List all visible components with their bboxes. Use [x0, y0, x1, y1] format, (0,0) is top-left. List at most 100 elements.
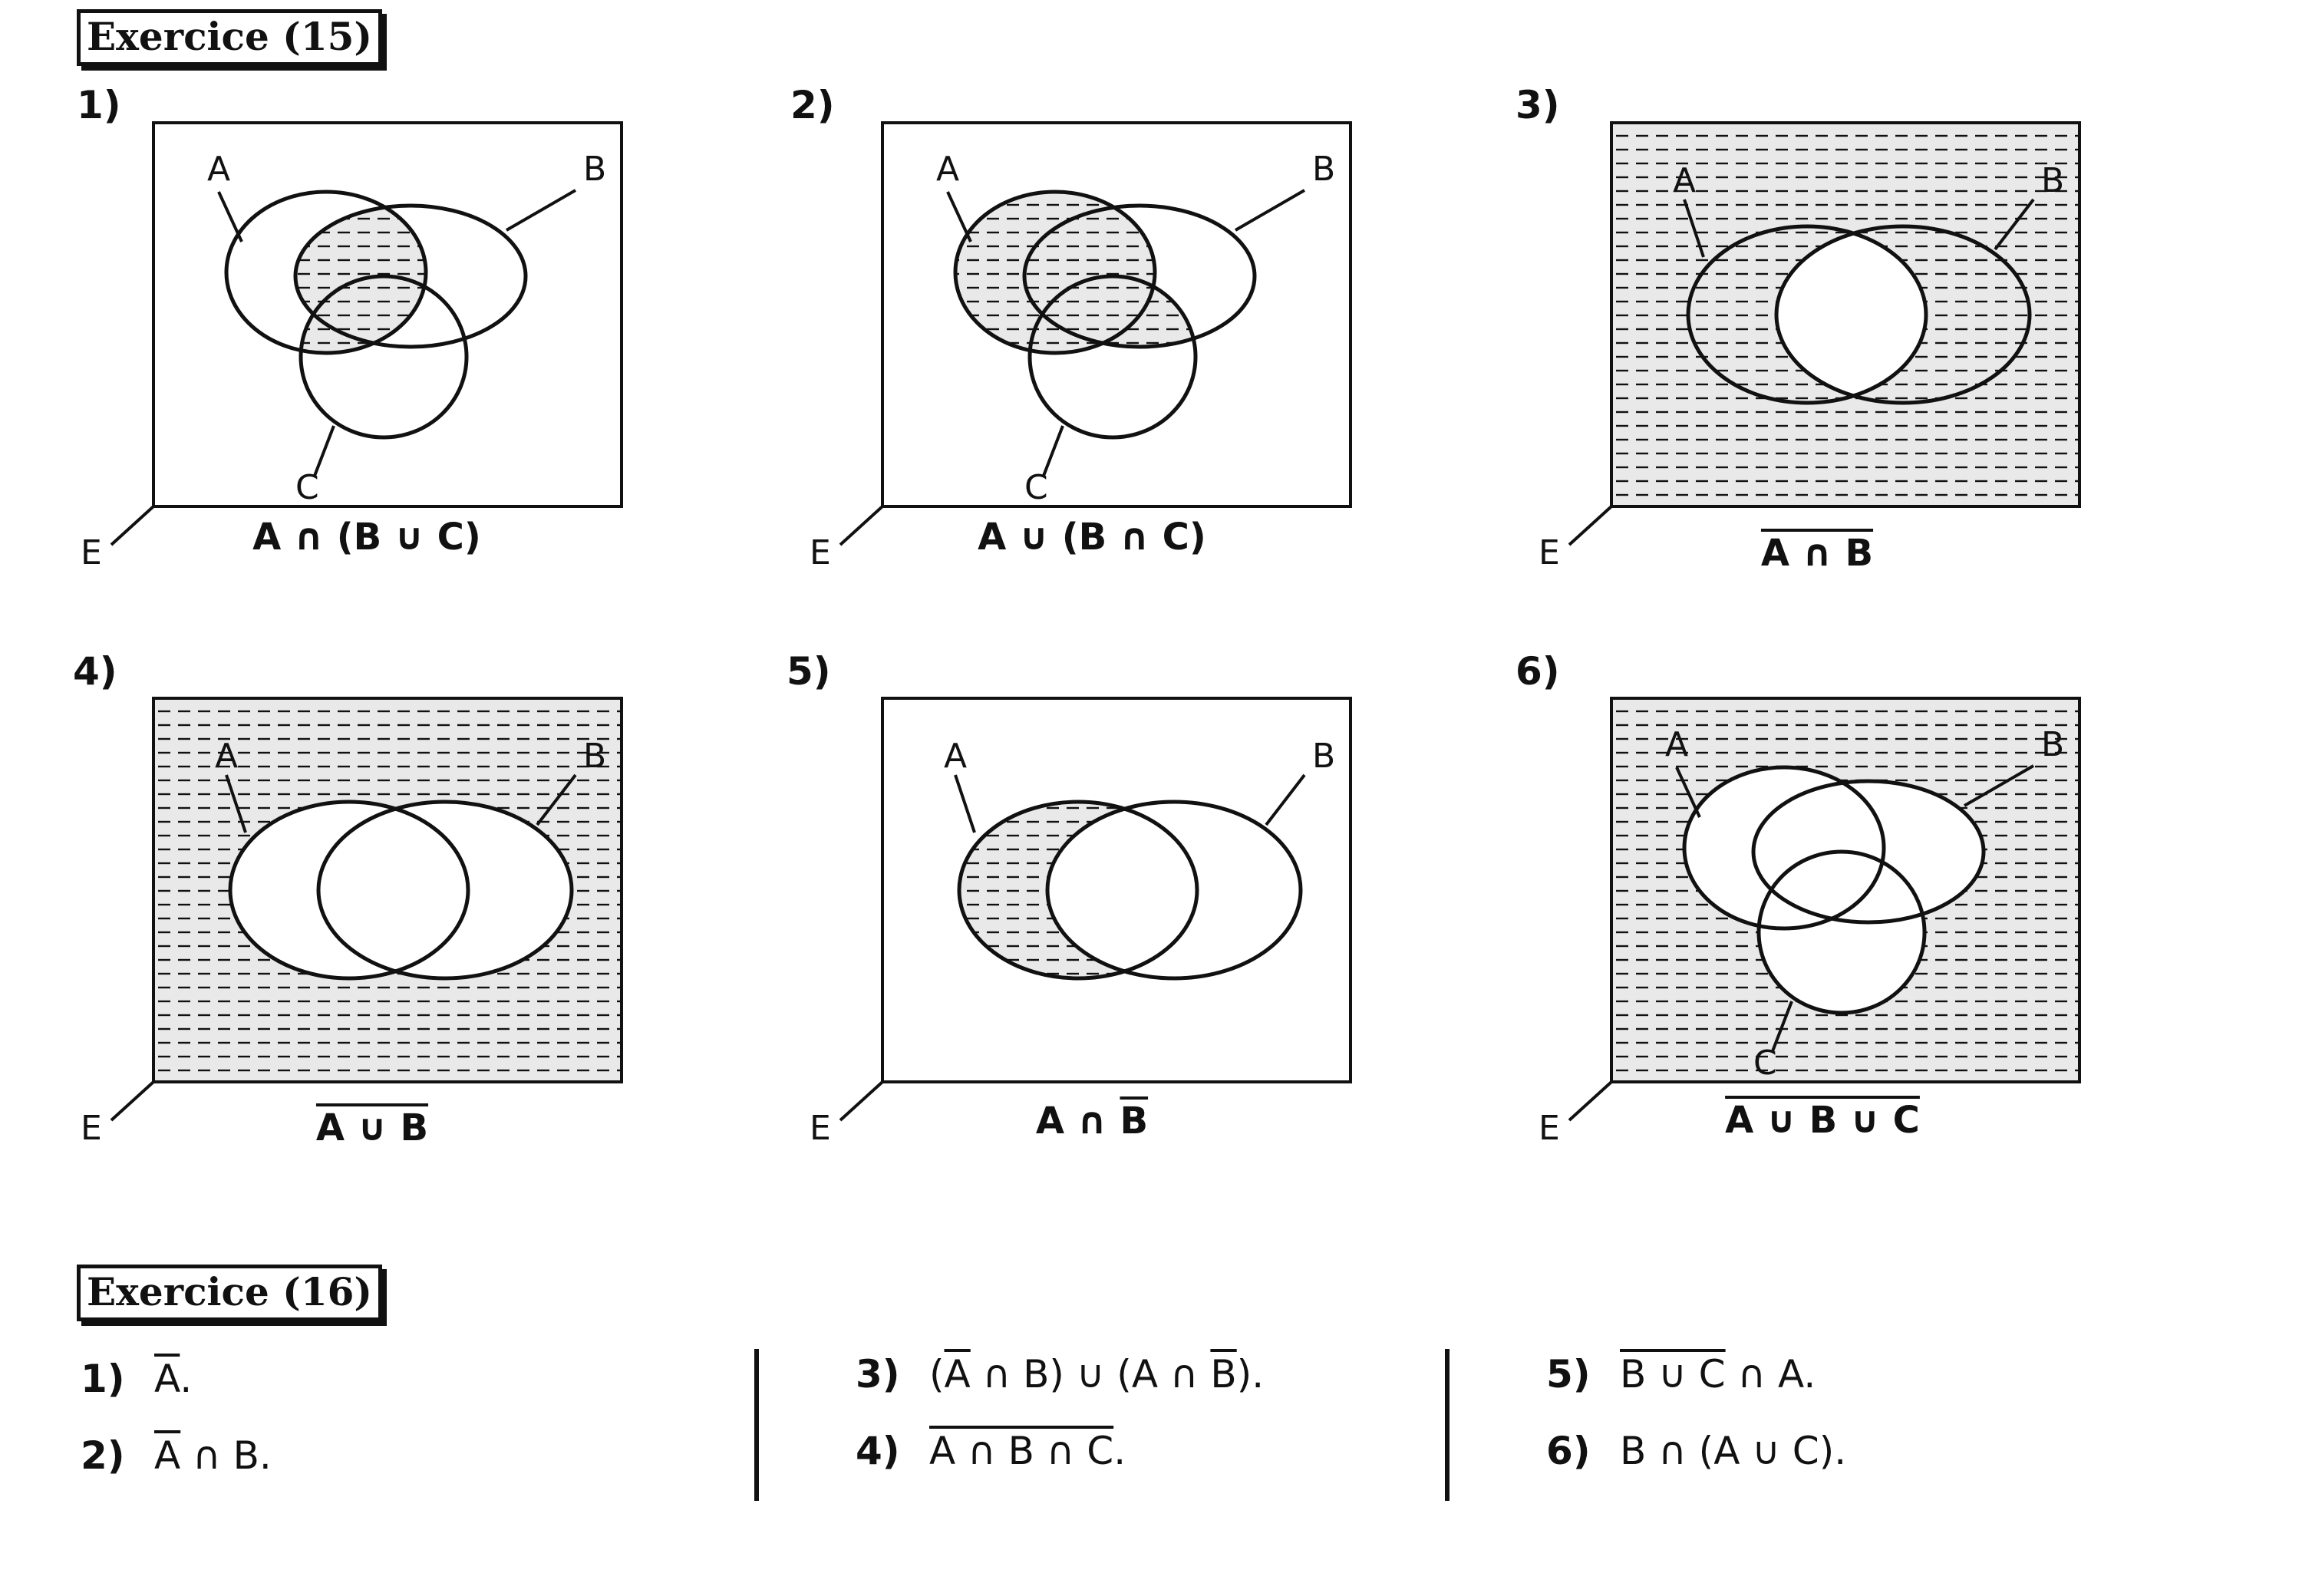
set-b-outline: [1045, 800, 1303, 981]
set-a-outline: [1686, 224, 1928, 405]
ex16-item-number: 1): [81, 1357, 125, 1401]
ex16-item-number: 6): [1546, 1429, 1591, 1473]
ex16-item-number: 5): [1546, 1352, 1591, 1396]
item-number-2: 2): [790, 83, 835, 127]
ex16-item-4-part-0: A ∩ B ∩ C: [929, 1429, 1114, 1473]
caption-4-part-0: A ∪ B: [315, 1106, 429, 1149]
universe-leader: [839, 505, 884, 546]
set-c-outline: [1027, 274, 1198, 440]
ex16-item-2-part-0: A: [154, 1433, 181, 1478]
item-number-6: 6): [1515, 649, 1560, 694]
ex16-item-3-part-2: ∩ B) ∪ (A ∩: [970, 1352, 1211, 1396]
ex16-item-2: 2) A ∩ B.: [81, 1433, 272, 1478]
set-b-outline: [1774, 224, 2032, 405]
set-a-label: A: [215, 737, 238, 776]
exercise-16-title: Exercice (16): [77, 1265, 383, 1321]
set-a-leader: [1683, 199, 1705, 258]
caption-1: A ∩ (B ∪ C): [252, 516, 481, 559]
set-a-outline: [957, 800, 1199, 981]
exercise-15-title: Exercice (15): [77, 9, 383, 66]
caption-5-part-0: A ∩: [1035, 1100, 1120, 1143]
caption-3-part-0: A ∩ B: [1760, 532, 1874, 575]
caption-5: A ∩ B: [1036, 1100, 1148, 1143]
set-a-leader: [946, 191, 972, 242]
item-number-1: 1): [77, 83, 121, 127]
ex16-item-4-part-1: .: [1113, 1429, 1126, 1473]
set-c-outline: [298, 274, 469, 440]
universe-label: E: [1539, 533, 1560, 572]
set-a-label: A: [944, 737, 967, 776]
set-b-leader: [1234, 189, 1306, 232]
ex16-item-4: 4) A ∩ B ∩ C.: [856, 1429, 1126, 1473]
set-b-label: B: [1312, 150, 1335, 189]
item-number-5: 5): [787, 649, 831, 694]
ex16-item-3-part-0: (: [929, 1352, 945, 1396]
caption-2-part-0: A ∪ (B ∩ C): [978, 516, 1206, 559]
item-number-3: 3): [1515, 83, 1560, 127]
ex16-item-1-part-0: A: [154, 1357, 180, 1401]
set-b-leader: [1963, 764, 2035, 807]
ex16-item-5-part-1: ∩ A.: [1725, 1352, 1816, 1396]
ex16-item-number: 3): [856, 1352, 900, 1396]
set-b-outline: [316, 800, 574, 981]
set-c-leader: [313, 425, 335, 476]
set-b-leader: [1265, 773, 1306, 826]
set-c-outline: [1756, 849, 1927, 1015]
set-b-outline: [1751, 779, 1986, 925]
universe-label: E: [810, 1109, 831, 1148]
set-b-leader: [505, 189, 577, 232]
set-a-label: A: [1665, 725, 1688, 764]
universe-leader: [1568, 505, 1613, 546]
set-a-leader: [954, 774, 976, 833]
set-a-label: A: [1673, 161, 1696, 200]
set-a-outline: [1682, 765, 1886, 931]
ex16-item-number: 4): [856, 1429, 900, 1473]
universe-frame: [881, 121, 1352, 508]
set-a-leader: [225, 774, 247, 833]
set-a-leader: [1675, 767, 1701, 818]
set-a-leader: [217, 191, 243, 242]
set-b-label: B: [2041, 725, 2064, 764]
ex16-item-6-part-0: B ∩ (A ∪ C).: [1620, 1429, 1847, 1473]
ex16-item-3: 3) (A ∩ B) ∪ (A ∩ B).: [856, 1352, 1264, 1396]
set-b-outline: [293, 203, 528, 349]
set-b-label: B: [583, 737, 606, 776]
universe-label: E: [1539, 1109, 1560, 1148]
set-c-leader: [1771, 1001, 1793, 1052]
caption-1-part-0: A ∩ (B ∪ C): [252, 516, 481, 559]
set-a-outline: [953, 190, 1157, 355]
set-b-leader: [1994, 198, 2035, 251]
ex16-item-3-part-4: ).: [1236, 1352, 1265, 1396]
item-number-4: 4): [73, 649, 117, 694]
set-c-label: C: [295, 468, 319, 507]
ex16-item-5-part-0: B ∪ C: [1620, 1352, 1726, 1396]
set-a-label: A: [936, 150, 959, 189]
ex16-item-6: 6) B ∩ (A ∪ C).: [1546, 1429, 1846, 1473]
universe-frame: [1610, 697, 2081, 1083]
set-c-leader: [1042, 425, 1064, 476]
universe-label: E: [810, 533, 831, 572]
set-b-label: B: [2041, 161, 2064, 200]
ex16-item-3-part-3: B: [1210, 1352, 1237, 1396]
column-divider-left: [754, 1349, 759, 1501]
set-b-leader: [536, 773, 577, 826]
set-a-outline: [224, 190, 428, 355]
universe-leader: [110, 505, 155, 546]
ex16-item-2-part-1: ∩ B.: [180, 1433, 272, 1478]
universe-label: E: [81, 533, 102, 572]
set-b-label: B: [583, 150, 606, 189]
caption-6-part-0: A ∪ B ∪ C: [1725, 1099, 1920, 1142]
ex16-item-number: 2): [81, 1433, 125, 1478]
ex16-item-3-part-1: A: [944, 1352, 971, 1396]
venn-diagram-3: E A B: [1539, 121, 2081, 572]
caption-2: A ∪ (B ∩ C): [978, 516, 1206, 559]
universe-frame: [152, 697, 623, 1083]
ex16-item-1: 1)A.: [81, 1357, 192, 1401]
column-divider-right: [1445, 1349, 1450, 1501]
set-b-outline: [1022, 203, 1257, 349]
caption-6: A ∪ B ∪ C: [1725, 1099, 1920, 1142]
